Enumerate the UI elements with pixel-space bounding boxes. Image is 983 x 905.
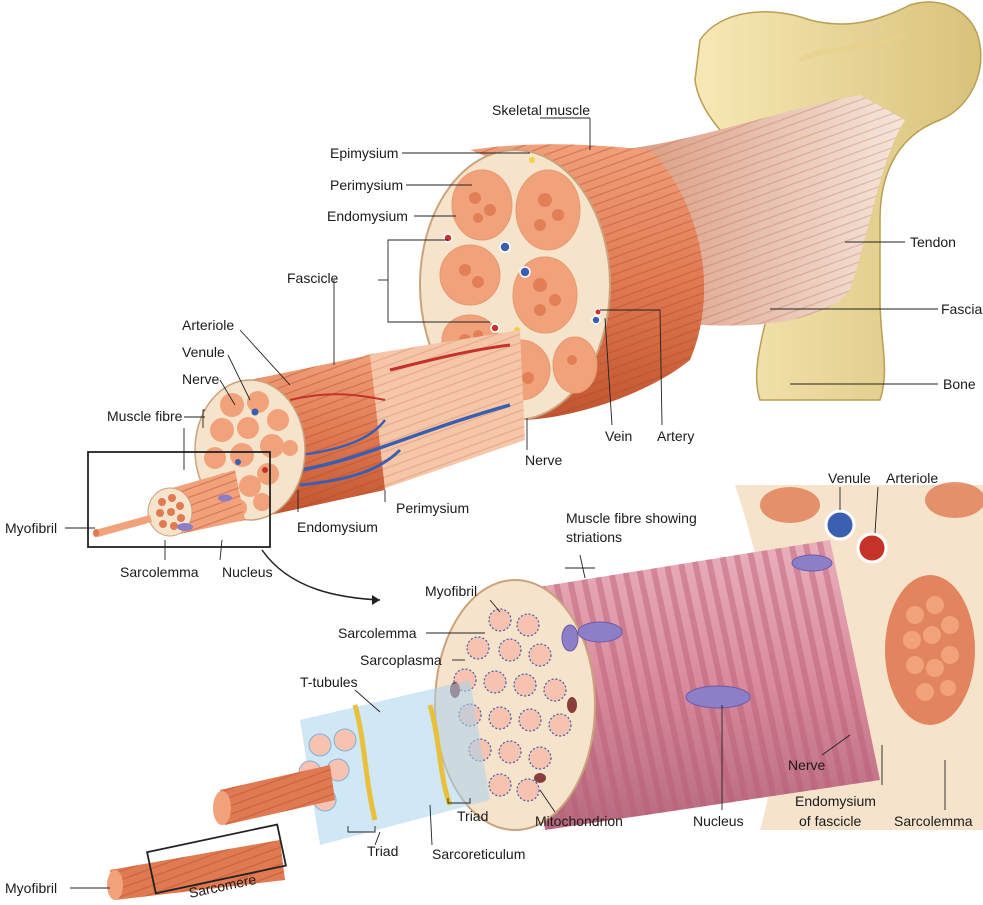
label-striations-line1: Muscle fibre showing [566,510,697,526]
arteriole-vessel [858,534,886,562]
label-fascicle: Fascicle [287,270,339,286]
label-arteriole-top: Arteriole [182,317,234,333]
label-nerve-br: Nerve [788,757,826,773]
label-striations-line2: striations [566,529,622,545]
magnification-arrow [262,550,380,600]
label-nerve-left: Nerve [182,371,220,387]
label-tendon: Tendon [910,234,956,250]
label-vein: Vein [605,428,632,444]
label-skeletal-muscle: Skeletal muscle [492,102,590,118]
label-fascia: Fascia [941,301,982,317]
label-triad-left: Triad [367,843,398,859]
label-myofibril-bottom: Myofibril [5,880,57,896]
label-triad-right: Triad [457,808,488,824]
striated-muscle-fibre [435,540,880,830]
label-arteriole-br: Arteriole [886,470,938,486]
label-sarcolemma-inset: Sarcolemma [338,625,417,641]
label-venule-top: Venule [182,344,225,360]
label-sarcoreticulum: Sarcoreticulum [432,846,525,862]
label-epimysium: Epimysium [330,145,398,161]
label-sarcoplasma: Sarcoplasma [360,652,442,668]
venule-vessel [826,511,854,539]
label-myofibril-inset: Myofibril [425,583,477,599]
label-nerve-mid: Nerve [525,452,563,468]
label-t-tubules: T-tubules [300,674,358,690]
label-myofibril-left: Myofibril [5,520,57,536]
label-artery: Artery [657,428,694,444]
label-sarcolemma-left: Sarcolemma [120,564,199,580]
label-endomysium-mid: Endomysium [297,519,378,535]
label-sarcolemma-br: Sarcolemma [894,813,973,829]
label-nucleus-left: Nucleus [222,564,273,580]
label-perimysium-mid: Perimysium [396,500,469,516]
label-endomysium-top: Endomysium [327,208,408,224]
label-venule-br: Venule [828,470,871,486]
label-nucleus-inset: Nucleus [693,813,744,829]
label-mitochondrion: Mitochondrion [535,813,623,829]
single-muscle-fibre [93,470,245,537]
label-muscle-fibre: Muscle fibre [107,408,183,424]
label-bone: Bone [943,376,976,392]
label-perimysium-top: Perimysium [330,177,403,193]
label-endomysium-fascicle-line1: Endomysium [795,793,876,809]
label-endomysium-fascicle-line2: of fascicle [799,813,861,829]
myofibril-bundle [107,680,490,900]
nucleus-shape [686,686,750,708]
